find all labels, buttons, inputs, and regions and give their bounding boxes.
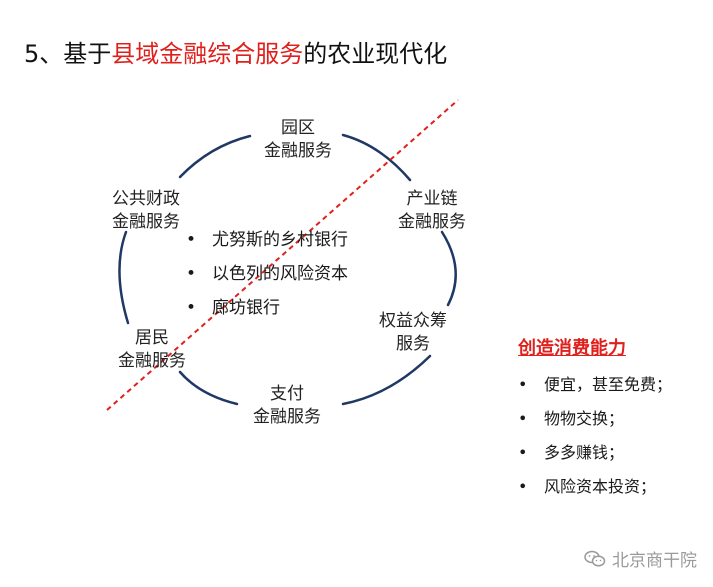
node-payment-finance: 支付 金融服务 (253, 383, 321, 429)
list-item: • 以色列的风险资本 (186, 260, 348, 294)
node-industry-chain-finance: 产业链 金融服务 (398, 188, 466, 234)
consumption-panel: 创造消费能力 • 便宜，甚至免费； • 物物交换； • 多多赚钱； • 风险资本投资； (518, 336, 672, 508)
ring-arc-right (440, 230, 457, 307)
node-park-finance: 园区 金融服务 (264, 117, 332, 163)
wechat-icon (584, 550, 606, 567)
title-suffix: 的农业现代化 (303, 40, 448, 68)
list-item: • 风险资本投资； (518, 474, 672, 508)
bullet-icon: • (186, 298, 197, 318)
center-item-text: 以色列的风险资本 (212, 264, 348, 284)
node-public-finance-line2: 金融服务 (112, 212, 180, 232)
list-item: • 物物交换； (518, 406, 672, 440)
page-title: 5、基于县域金融综合服务的农业现代化 (24, 38, 447, 70)
list-item: • 尤努斯的乡村银行 (186, 226, 348, 260)
node-industry-chain-line1: 产业链 (406, 189, 458, 209)
node-park-finance-line1: 园区 (281, 118, 315, 138)
bullet-icon: • (186, 230, 197, 250)
list-item: • 廊坊银行 (186, 294, 348, 328)
ring-arc-left (118, 230, 130, 325)
watermark: 北京商干院 (584, 546, 697, 571)
title-prefix: 5、基于 (24, 40, 112, 68)
node-public-finance-line1: 公共财政 (112, 189, 180, 209)
consumption-item-text: 物物交换； (544, 409, 625, 428)
list-item: • 多多赚钱； (518, 440, 672, 474)
node-resident-line1: 居民 (135, 328, 169, 348)
ring-arc-top-left (178, 134, 252, 179)
title-highlight: 县域金融综合服务 (111, 40, 304, 68)
node-equity-crowdfunding: 权益众筹 服务 (379, 310, 447, 356)
node-park-finance-line2: 金融服务 (264, 141, 332, 161)
watermark-text: 北京商干院 (612, 551, 697, 571)
consumption-item-text: 多多赚钱； (544, 443, 625, 462)
bullet-icon: • (186, 264, 197, 284)
node-equity-line2: 服务 (396, 334, 430, 354)
node-resident-finance: 居民 金融服务 (118, 327, 186, 373)
center-examples-list: • 尤努斯的乡村银行 • 以色列的风险资本 • 廊坊银行 (186, 226, 348, 328)
bullet-icon: • (518, 409, 528, 428)
ring-arc-bottom-right (341, 354, 432, 406)
bullet-icon: • (518, 443, 528, 462)
center-item-text: 廊坊银行 (212, 298, 280, 318)
center-item-text: 尤努斯的乡村银行 (212, 230, 348, 250)
bullet-icon: • (518, 375, 528, 394)
node-payment-line1: 支付 (270, 384, 304, 404)
ring-arc-bottom-left (178, 370, 239, 406)
node-payment-line2: 金融服务 (253, 407, 321, 427)
diagonal-slash-line (106, 99, 459, 411)
node-equity-line1: 权益众筹 (379, 311, 447, 331)
consumption-item-text: 风险资本投资； (544, 477, 657, 496)
node-industry-chain-line2: 金融服务 (398, 212, 466, 232)
consumption-item-text: 便宜，甚至免费； (544, 375, 673, 394)
bullet-icon: • (518, 477, 528, 496)
node-resident-line2: 金融服务 (118, 351, 186, 371)
consumption-title: 创造消费能力 (518, 338, 626, 359)
list-item: • 便宜，甚至免费； (518, 372, 672, 406)
consumption-list: • 便宜，甚至免费； • 物物交换； • 多多赚钱； • 风险资本投资； (518, 372, 672, 508)
ring-arc-top-right (341, 133, 412, 182)
node-public-finance: 公共财政 金融服务 (112, 188, 180, 234)
